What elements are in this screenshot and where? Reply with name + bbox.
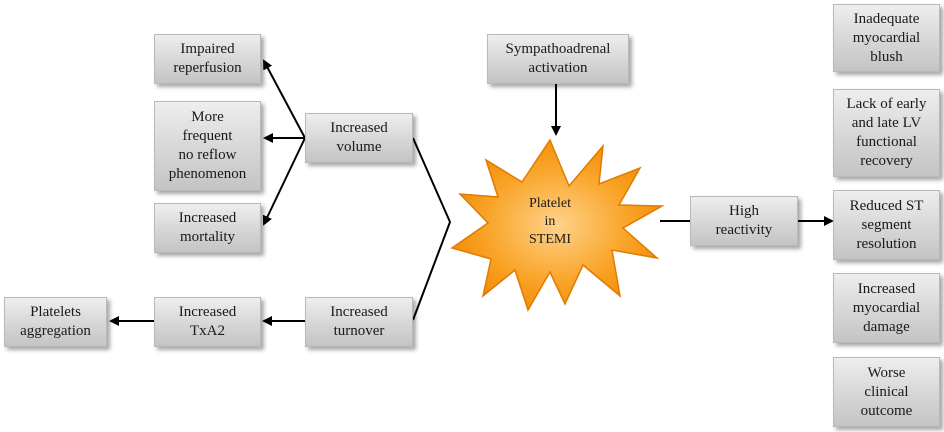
node-reduced-st-resolution: Reduced ST segment resolution <box>833 190 940 260</box>
node-inadequate-myocardial-blush: Inadequate myocardial blush <box>833 4 940 72</box>
node-worse-clinical-outcome: Worse clinical outcome <box>833 357 940 427</box>
node-more-frequent-no-reflow: More frequent no reflow phenomenon <box>154 101 261 191</box>
node-platelet-in-stemi: Platelet in STEMI <box>529 196 571 247</box>
node-increased-txa2: Increased TxA2 <box>154 297 261 347</box>
arrow-to-impaired-reperfusion <box>263 59 306 139</box>
arrow-to-increased-mortality <box>262 137 306 226</box>
converging-bracket <box>412 137 452 321</box>
node-platelets-aggregation: Platelets aggregation <box>4 297 107 347</box>
node-increased-volume: Increased volume <box>305 113 413 163</box>
node-increased-turnover: Increased turnover <box>305 297 413 347</box>
node-impaired-reperfusion: Impaired reperfusion <box>154 34 261 84</box>
node-increased-mortality: Increased mortality <box>154 203 261 253</box>
node-high-reactivity: High reactivity <box>690 196 798 246</box>
node-lack-of-lv-recovery: Lack of early and late LV functional rec… <box>833 89 940 177</box>
node-sympathoadrenal-activation: Sympathoadrenal activation <box>487 34 629 84</box>
platelet-starburst <box>450 138 665 312</box>
node-increased-myocardial-damage: Increased myocardial damage <box>833 273 940 343</box>
